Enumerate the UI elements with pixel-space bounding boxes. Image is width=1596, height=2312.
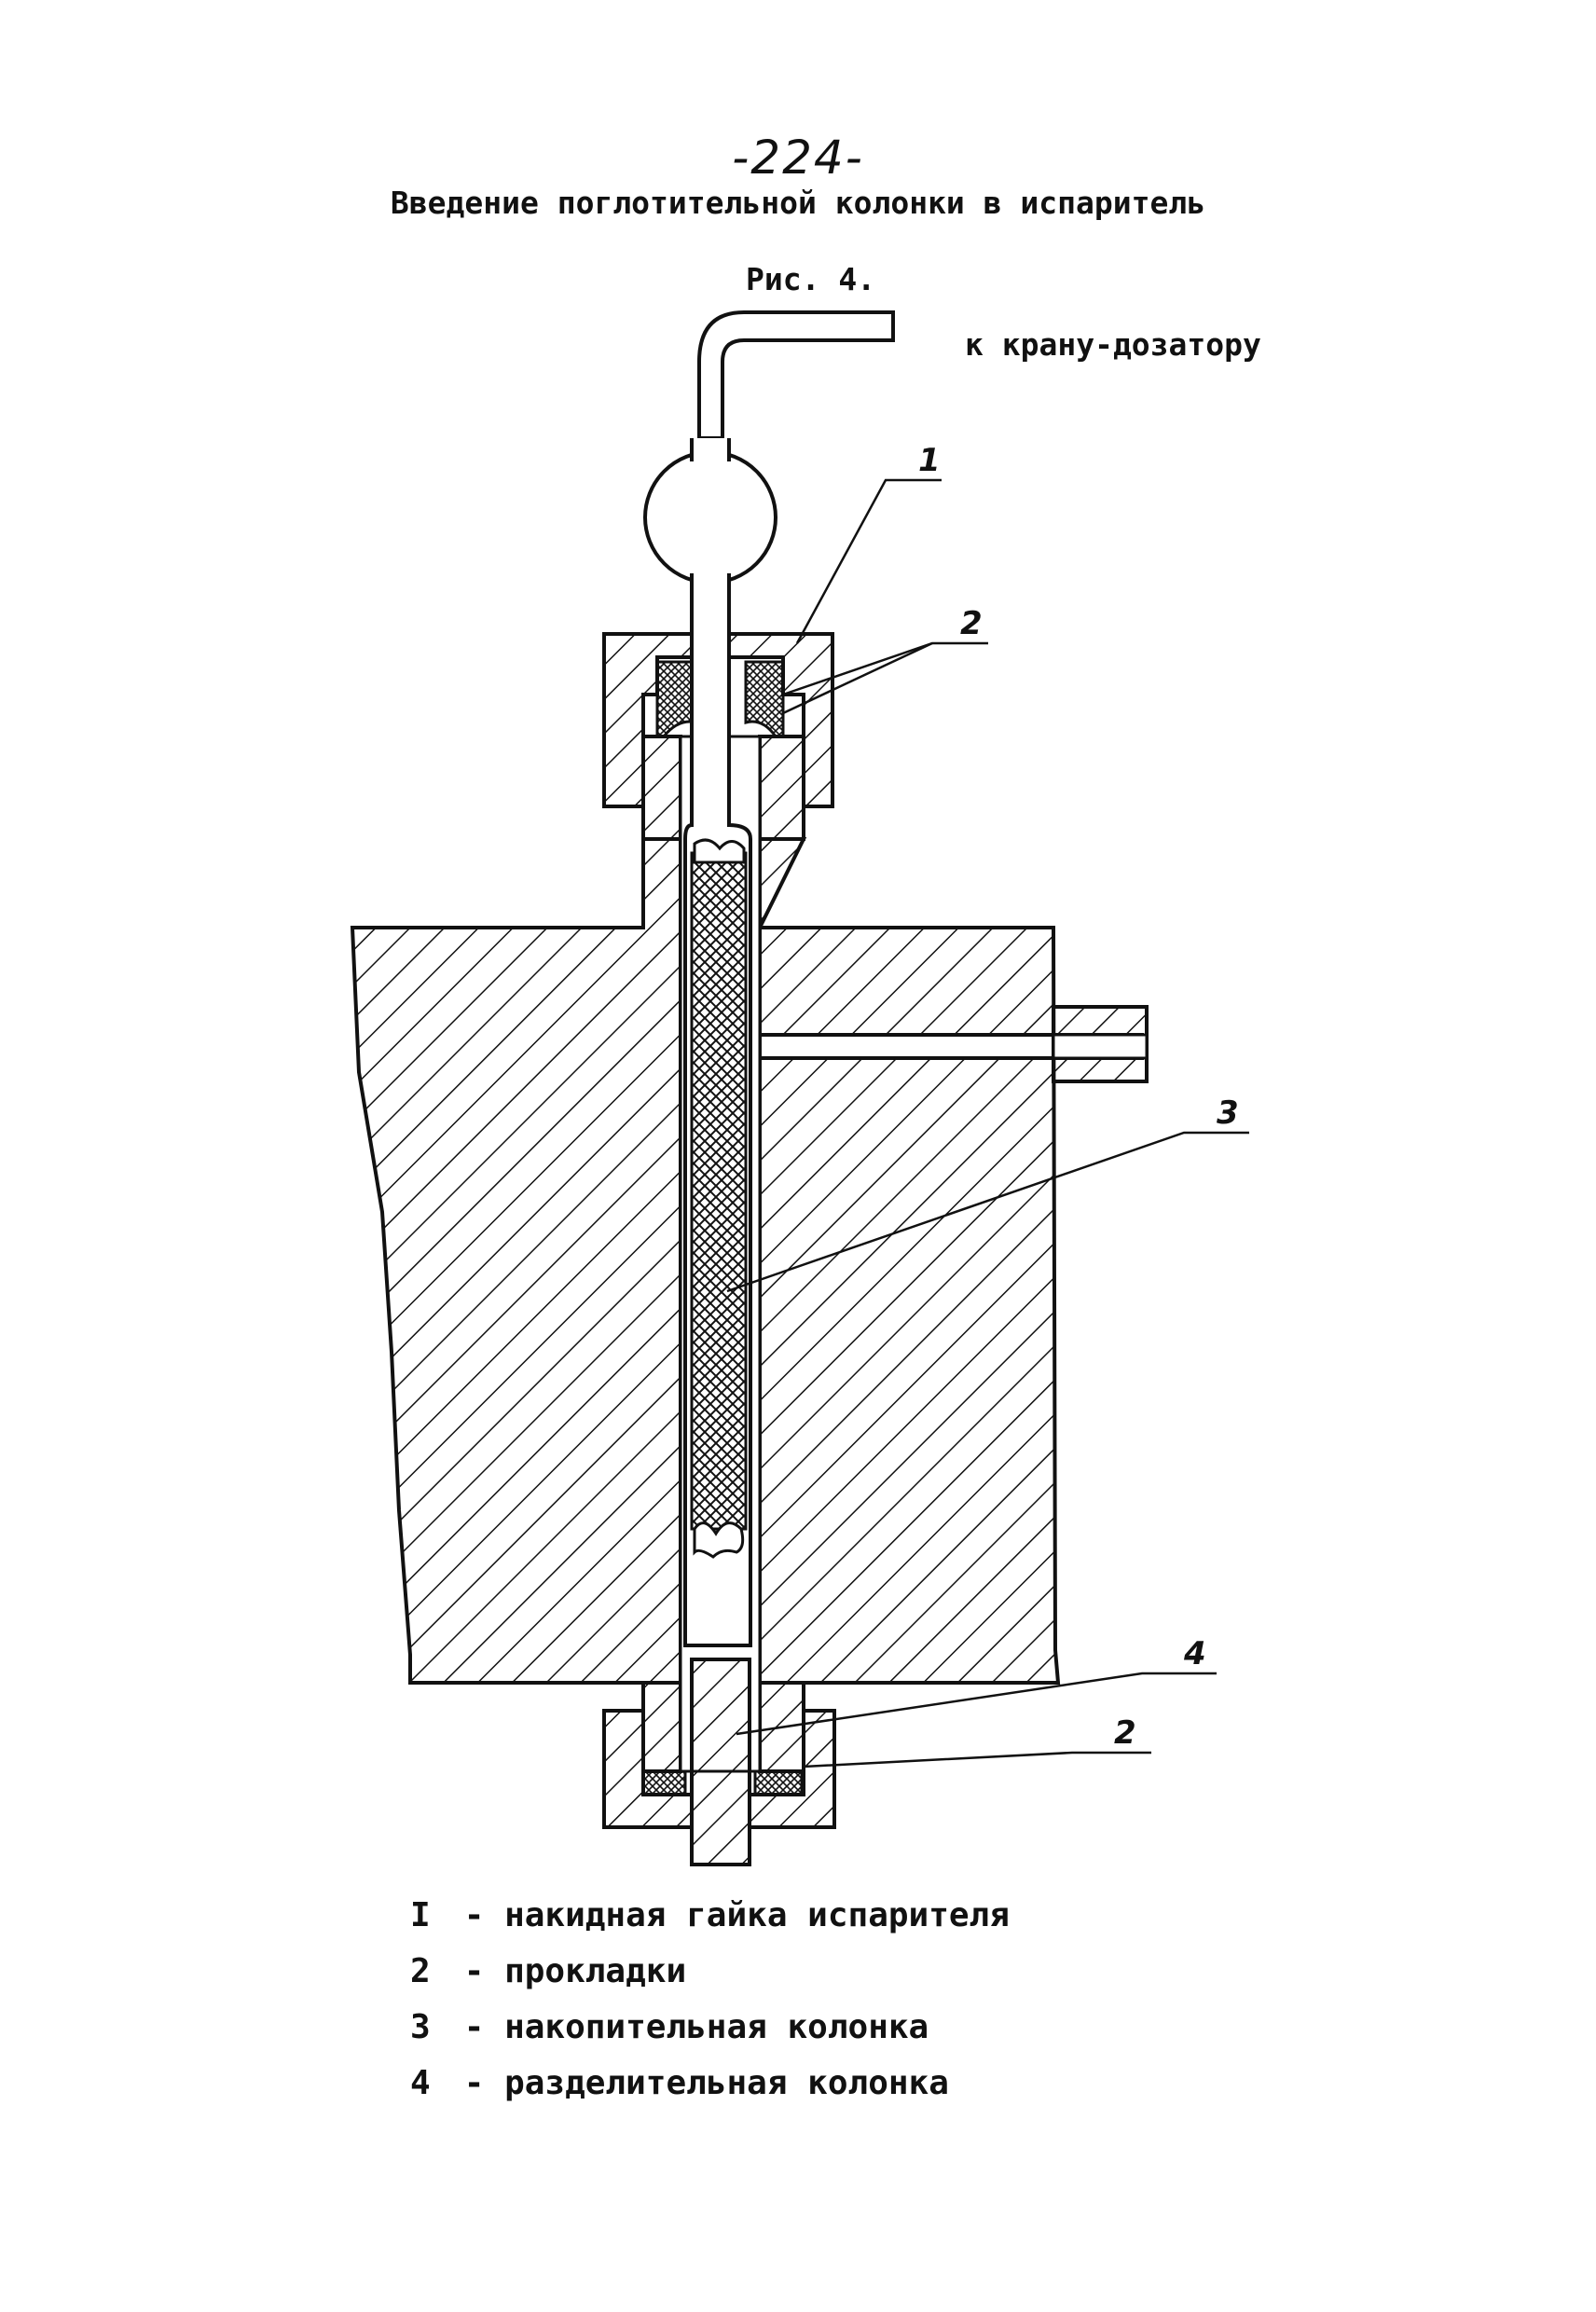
legend-number: 3 [410,2008,431,2046]
legend-item: 4 - разделительная колонка [410,2056,1010,2112]
legend-separator: - [463,1952,485,1990]
legend-separator: - [463,2064,485,2102]
legend-item: I - накидная гайка испарителя [410,1888,1010,1944]
figure-title: Введение поглотительной колонки в испари… [390,185,1206,221]
legend-item: 3 - накопительная колонка [410,2000,1010,2056]
upper-gaskets [655,660,785,738]
callout-2-top: 2 [960,605,983,642]
legend-text: прокладки [504,1952,687,1990]
legend-separator: - [463,1896,485,1934]
upper-union-nut [602,632,834,808]
legend-text: накидная гайка испарителя [504,1896,1010,1934]
callout-leaders [726,478,1249,1768]
legend-number: 2 [410,1952,431,1990]
separation-column [690,1658,751,1866]
legend-separator: - [463,2008,485,2046]
outlet-label: к крану-дозатору [965,326,1261,363]
callout-2-bottom: 2 [1114,1714,1136,1752]
figure-label: Рис. 4. [746,261,876,297]
column-packing [690,838,748,1559]
legend-number: I [410,1896,431,1934]
callout-4: 4 [1183,1635,1206,1672]
lower-union-nut [602,1709,836,1829]
callout-1: 1 [918,442,941,479]
legend-item: 2 - прокладки [410,1944,1010,2000]
page-number: -224- [732,131,864,185]
callout-3: 3 [1217,1094,1239,1132]
legend-number: 4 [410,2064,431,2102]
legend: I - накидная гайка испарителя 2 - прокла… [410,1888,1010,2112]
legend-text: разделительная колонка [504,2064,949,2102]
legend-text: накопительная колонка [504,2008,929,2046]
side-outlet-tube [758,1005,1149,1083]
